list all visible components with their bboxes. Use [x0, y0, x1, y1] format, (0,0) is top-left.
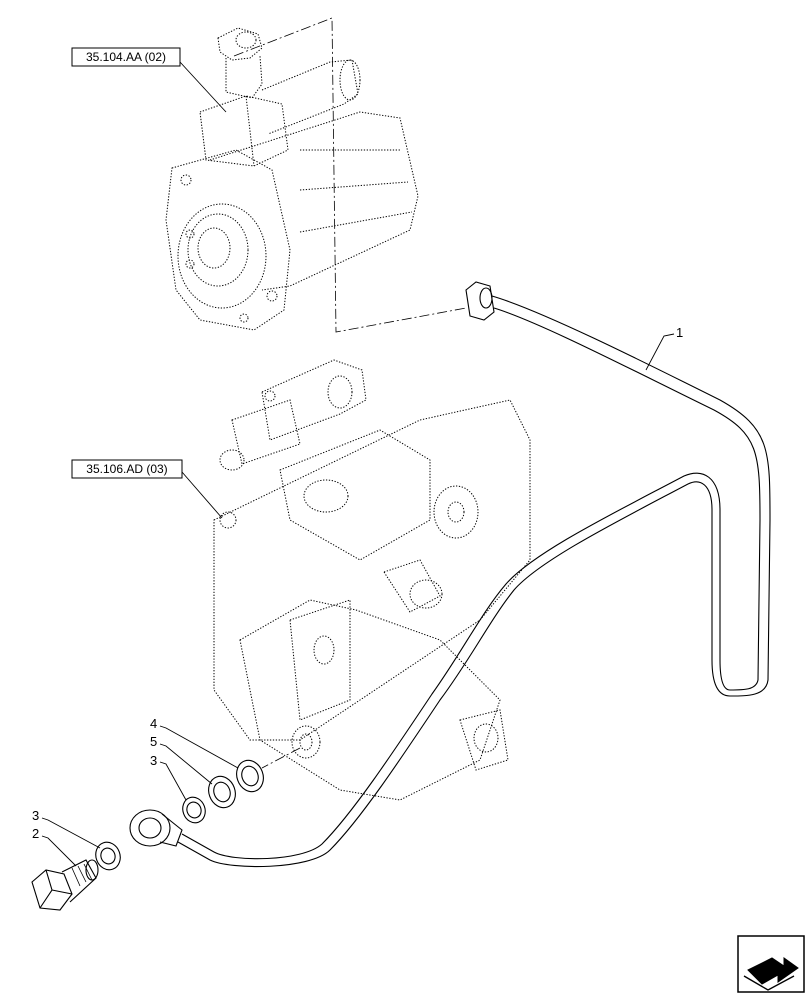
- svg-text:3: 3: [32, 808, 39, 823]
- callout-3-upper: 3: [150, 753, 187, 801]
- svg-text:4: 4: [150, 716, 157, 731]
- callout-3-lower: 3: [32, 808, 101, 849]
- callout-2: 2: [32, 826, 77, 867]
- washer-part-3-lower[interactable]: [92, 839, 124, 874]
- callout-1: 1: [645, 325, 683, 371]
- callout-4: 4: [150, 716, 239, 769]
- seal-part-4[interactable]: [232, 757, 267, 796]
- callout-5: 5: [150, 734, 213, 785]
- reference-box-lower[interactable]: 35.106.AD (03): [71, 459, 223, 519]
- seal-part-5[interactable]: [204, 773, 239, 812]
- reference-label-lower: 35.106.AD (03): [86, 462, 167, 476]
- assembly-axis: [261, 747, 301, 769]
- washer-part-3-upper[interactable]: [179, 794, 209, 826]
- svg-text:3: 3: [150, 753, 157, 768]
- reference-box-upper[interactable]: 35.104.AA (02): [71, 47, 227, 113]
- svg-text:2: 2: [32, 826, 39, 841]
- lower-pump-assembly: [213, 359, 531, 801]
- reference-label-upper: 35.104.AA (02): [86, 50, 166, 64]
- next-page-arrow-icon[interactable]: [737, 935, 805, 993]
- svg-text:1: 1: [676, 325, 683, 340]
- alignment-line: [233, 17, 467, 333]
- svg-text:5: 5: [150, 734, 157, 749]
- upper-pump-assembly: [165, 27, 419, 331]
- pipe-part-1[interactable]: [129, 281, 771, 868]
- banjo-bolt-part-2[interactable]: [31, 859, 99, 911]
